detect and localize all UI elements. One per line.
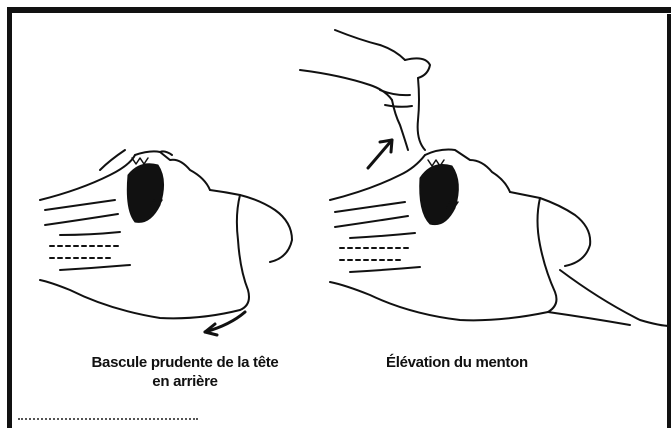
left-head-profile (40, 151, 292, 318)
caption-head-tilt-line1: Bascule prudente de la tête (60, 353, 310, 372)
right-trachea (335, 202, 408, 260)
chin-lift-arrow (368, 140, 392, 168)
right-oral-cavity (420, 165, 459, 225)
caption-head-tilt-line2: en arrière (60, 372, 310, 391)
footnote-smudge (18, 418, 198, 424)
caption-chin-lift: Élévation du menton (386, 353, 606, 372)
right-head-profile (330, 150, 671, 326)
lifting-hand (300, 30, 430, 150)
left-trachea (45, 150, 125, 258)
caption-head-tilt: Bascule prudente de la tête en arrière (60, 353, 310, 391)
left-oral-cavity (127, 164, 163, 223)
